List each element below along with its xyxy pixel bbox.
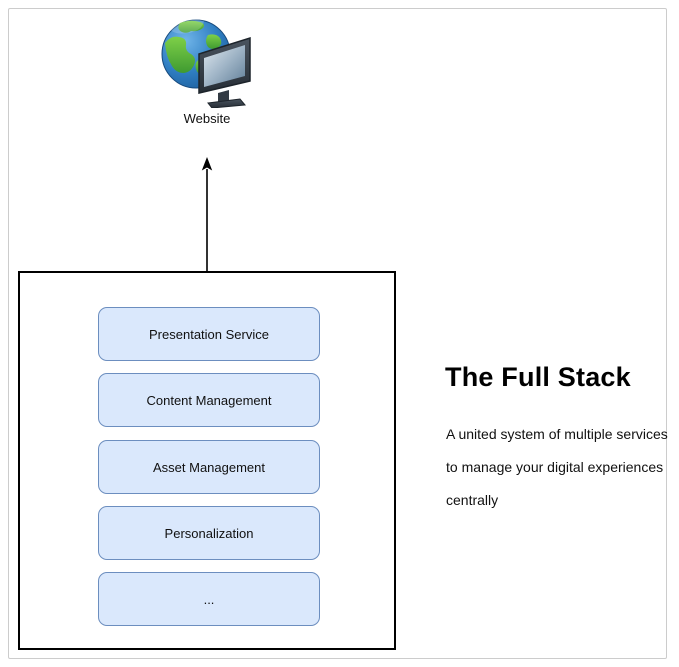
service-box-personalization[interactable]: Personalization xyxy=(98,506,320,560)
service-box-content-management[interactable]: Content Management xyxy=(98,373,320,427)
service-box-presentation[interactable]: Presentation Service xyxy=(98,307,320,361)
website-label: Website xyxy=(183,111,231,126)
service-label: Personalization xyxy=(164,525,254,541)
service-box-asset-management[interactable]: Asset Management xyxy=(98,440,320,494)
description-line: A united system of multiple services xyxy=(446,426,668,442)
service-box-more[interactable]: ... xyxy=(98,572,320,626)
service-label: Content Management xyxy=(146,392,272,408)
arrow-up xyxy=(201,157,213,272)
stack-container: Presentation Service Content Management … xyxy=(18,271,396,650)
service-label: Presentation Service xyxy=(149,326,269,342)
page-description: A united system of multiple services to … xyxy=(446,418,668,517)
service-label: ... xyxy=(203,591,215,607)
service-label: Asset Management xyxy=(152,459,265,475)
description-line: to manage your digital experiences xyxy=(446,459,664,475)
description-line: centrally xyxy=(446,492,499,508)
globe-monitor-icon xyxy=(161,19,251,108)
page-title: The Full Stack xyxy=(445,362,631,392)
